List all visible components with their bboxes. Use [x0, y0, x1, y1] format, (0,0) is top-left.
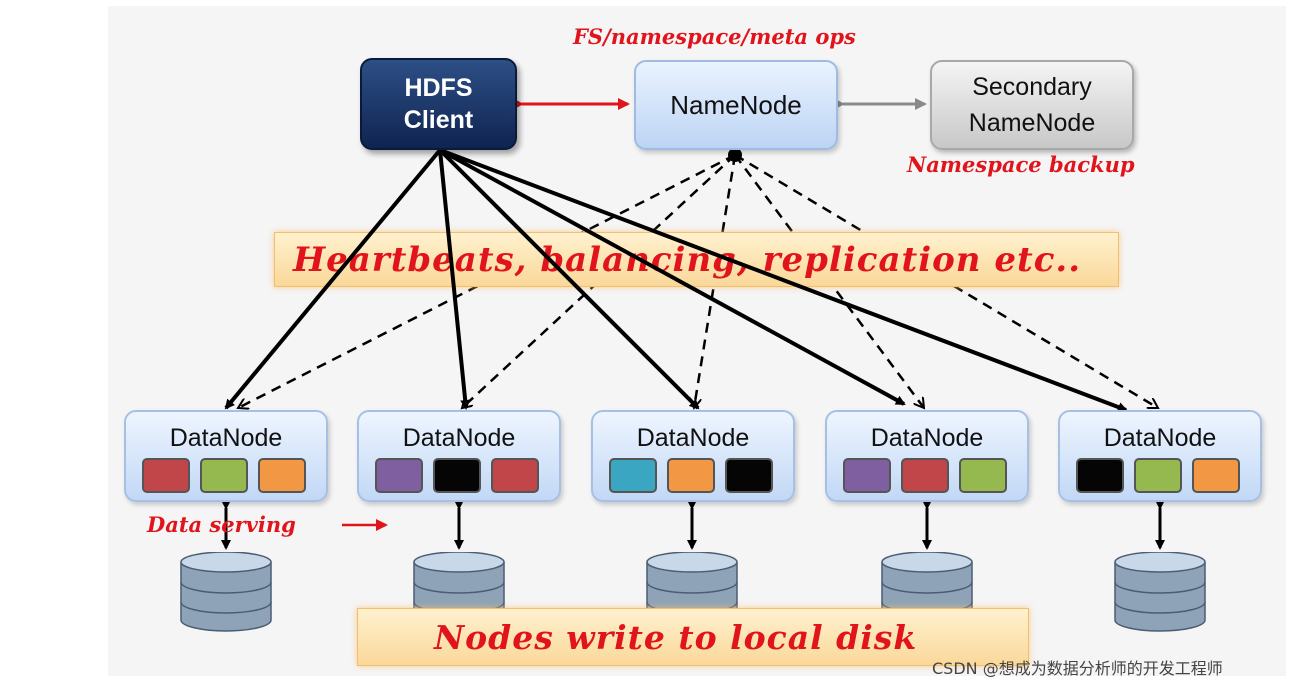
datanode-label: DataNode [169, 424, 283, 452]
heartbeats-label: Heartbeats, balancing, replication etc.. [293, 239, 1082, 280]
data-block [609, 458, 657, 493]
block-row [609, 458, 773, 493]
datanode-4: DataNode [825, 410, 1029, 502]
data-block [725, 458, 773, 493]
datanode-label: DataNode [870, 424, 984, 452]
datanode-label: DataNode [636, 424, 750, 452]
datanode-label: DataNode [402, 424, 516, 452]
data-block [667, 458, 715, 493]
data-block [1076, 458, 1124, 493]
data-block [200, 458, 248, 493]
disk-icon [1114, 552, 1206, 632]
namenode-label: NameNode [670, 89, 802, 120]
block-row [375, 458, 539, 493]
data-block [491, 458, 539, 493]
data-block [1192, 458, 1240, 493]
local-disk-banner: Nodes write to local disk [357, 608, 1029, 666]
watermark-text: CSDN @想成为数据分析师的开发工程师 [932, 659, 1223, 678]
data-block [258, 458, 306, 493]
data-block [901, 458, 949, 493]
namenode-node: NameNode [634, 60, 838, 150]
datanode-label: DataNode [1103, 424, 1217, 452]
client-label: HDFS Client [403, 74, 474, 134]
data-block [1134, 458, 1182, 493]
datanode-1: DataNode [124, 410, 328, 502]
block-row [1076, 458, 1240, 493]
hdfs-client-node: HDFS Client [360, 58, 517, 150]
heartbeats-banner: Heartbeats, balancing, replication etc.. [274, 232, 1119, 287]
datanode-5: DataNode [1058, 410, 1262, 502]
data-block [375, 458, 423, 493]
datanode-3: DataNode [591, 410, 795, 502]
datanode-2: DataNode [357, 410, 561, 502]
block-row [843, 458, 1007, 493]
data-block [843, 458, 891, 493]
block-row [142, 458, 306, 493]
data-serving-label: Data serving [147, 512, 296, 537]
secondary-namenode-node: Secondary NameNode [930, 60, 1134, 150]
fs-ops-label: FS/namespace/meta ops [573, 24, 856, 49]
data-block [142, 458, 190, 493]
local-disk-label: Nodes write to local disk [434, 617, 918, 657]
disk-icon [180, 552, 272, 632]
data-block [959, 458, 1007, 493]
namespace-backup-label: Namespace backup [907, 152, 1135, 177]
secondary-label: Secondary NameNode [968, 73, 1096, 137]
data-block [433, 458, 481, 493]
